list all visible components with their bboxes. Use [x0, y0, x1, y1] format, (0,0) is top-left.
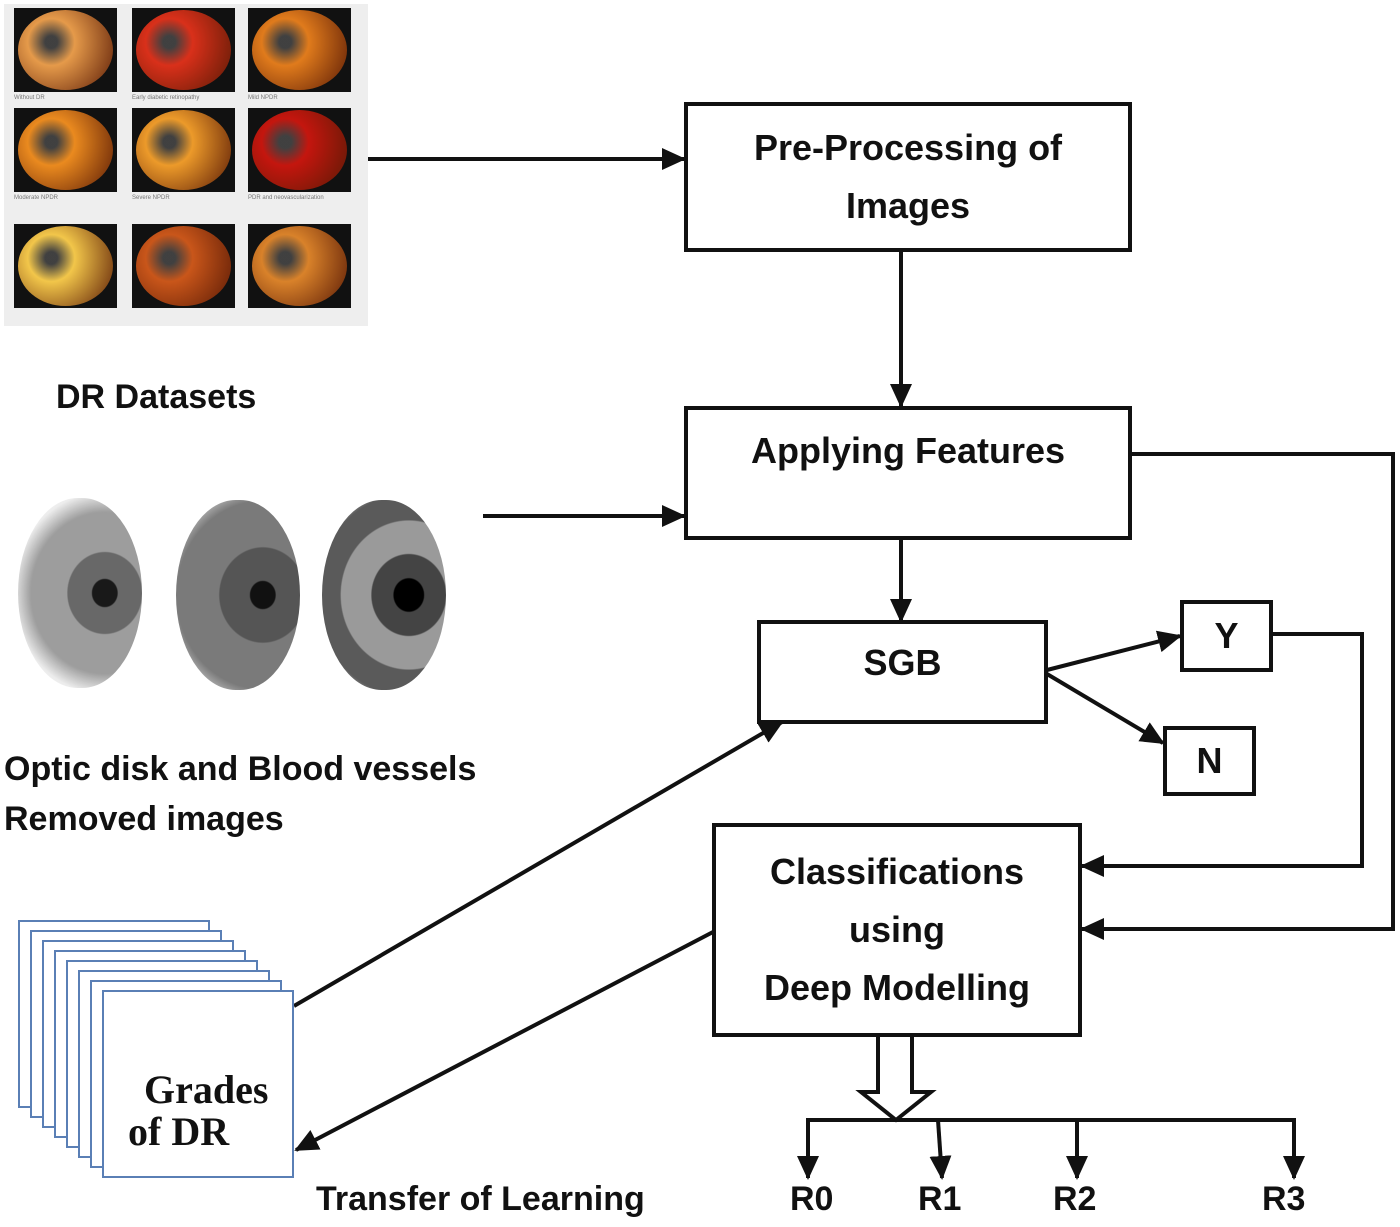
arrow-sgb-to-n [1045, 672, 1165, 745]
fundus-disc [136, 10, 231, 90]
preprocessing-box: Pre-Processing of Images [684, 102, 1132, 252]
grade-sheet [102, 990, 294, 1178]
optic-label-line1: Optic disk and Blood vessels [4, 750, 477, 788]
classification-line3: Deep Modelling [763, 967, 1030, 1008]
fundus-disc [18, 10, 113, 90]
transfer-of-learning-label: Transfer of Learning [316, 1180, 645, 1218]
arrow-features-to-classification [1080, 452, 1395, 940]
output-r3: R3 [1262, 1180, 1306, 1218]
yes-label: Y [1214, 615, 1239, 656]
optic-removed-image-2 [176, 500, 300, 690]
arrow-r1 [929, 1119, 952, 1180]
fundus-caption: Mild NPDR [248, 95, 278, 101]
preprocessing-line1: Pre-Processing of [753, 127, 1063, 168]
applying-features-label: Applying Features [750, 430, 1066, 471]
arrow-y-to-classification [1080, 632, 1364, 877]
fundus-thumbnail [14, 224, 117, 308]
applying-features-box: Applying Features [684, 406, 1132, 540]
fundus-disc [252, 110, 347, 190]
fundus-thumbnail [248, 224, 351, 308]
grades-label-line1: Grades [144, 1067, 269, 1112]
fundus-thumbnail [14, 8, 117, 92]
arrow-classification-to-grades [294, 930, 714, 1152]
fundus-disc [252, 10, 347, 90]
yes-box: Y [1180, 600, 1273, 672]
fundus-thumbnail [132, 224, 235, 308]
fundus-caption: Early diabetic retinopathy [132, 95, 200, 101]
arrow-grades-to-sgb [292, 720, 784, 1008]
optic-label-line2: Removed images [4, 800, 284, 838]
fundus-disc [136, 226, 231, 306]
optic-removed-image-3 [322, 500, 446, 690]
output-branch [806, 1118, 1296, 1172]
hollow-output-arrow [855, 1037, 937, 1123]
grades-label-line2: of DR [128, 1109, 230, 1154]
classification-line2: using [849, 909, 945, 950]
dr-dataset-montage: Without DR Early diabetic retinopathy Mild… [4, 4, 368, 326]
arrow-sgb-to-y [1046, 630, 1182, 672]
output-r0: R0 [790, 1180, 834, 1218]
preprocessing-line2: Images [845, 185, 971, 226]
fundus-disc [136, 110, 231, 190]
fundus-disc [18, 226, 113, 306]
fundus-caption: PDR and neovascularization [248, 195, 324, 201]
no-label: N [1196, 740, 1223, 781]
fundus-caption: Without DR [14, 95, 45, 101]
dr-datasets-label: DR Datasets [56, 378, 257, 416]
fundus-caption: Severe NPDR [132, 195, 170, 201]
output-r2: R2 [1053, 1180, 1097, 1218]
fundus-thumbnail [132, 108, 235, 192]
output-r1: R1 [918, 1180, 962, 1218]
fundus-caption: Moderate NPDR [14, 195, 59, 201]
sgb-label: SGB [863, 642, 942, 683]
no-box: N [1163, 726, 1256, 796]
optic-removed-image-1 [18, 498, 142, 688]
fundus-thumbnail [14, 108, 117, 192]
fundus-thumbnail [248, 108, 351, 192]
classification-line1: Classifications [769, 851, 1025, 892]
classification-box: Classifications using Deep Modelling [712, 823, 1082, 1037]
fundus-disc [18, 110, 113, 190]
fundus-thumbnail [132, 8, 235, 92]
fundus-thumbnail [248, 8, 351, 92]
sgb-box: SGB [757, 620, 1048, 724]
fundus-disc [252, 226, 347, 306]
